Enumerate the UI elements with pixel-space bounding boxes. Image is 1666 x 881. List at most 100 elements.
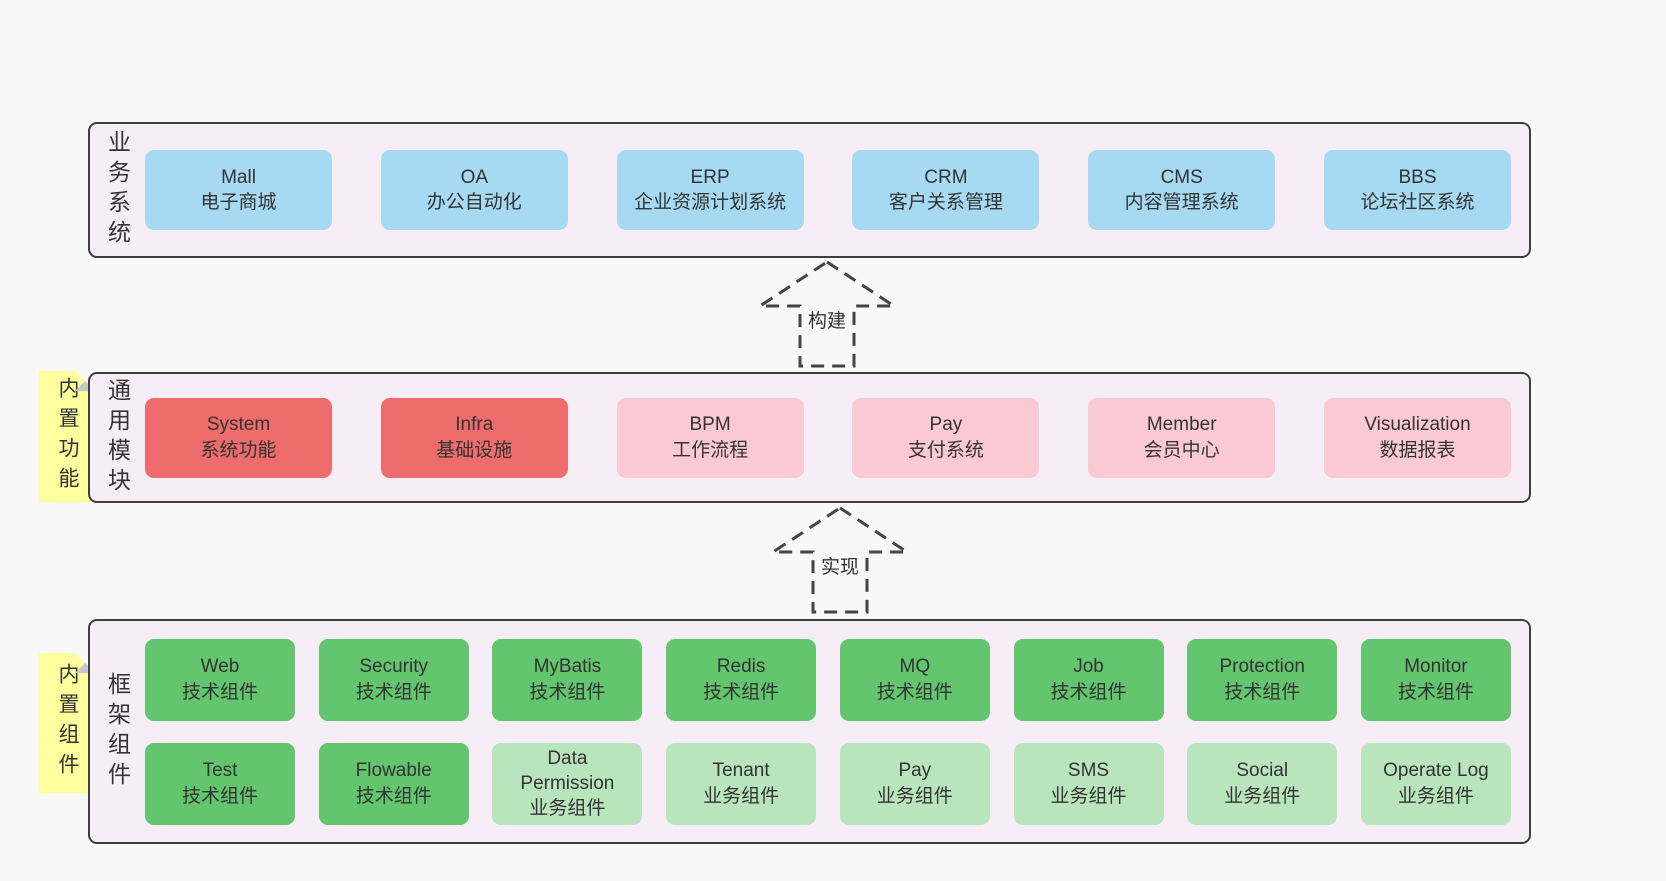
layer-business-systems: 业务系统 Mall 电子商城 OA 办公自动化 ERP 企业资源计划系统 CRM… [88, 122, 1531, 258]
box-title: CMS [1160, 166, 1203, 188]
box-security: Security 技术组件 [318, 638, 469, 721]
box-title: Security [359, 656, 429, 678]
box-subtitle: 会员中心 [1143, 439, 1220, 461]
box-cms: CMS 内容管理系统 [1088, 150, 1276, 230]
box-bbs: BBS 论坛社区系统 [1323, 150, 1511, 230]
box-title: Visualization [1364, 414, 1471, 436]
arrow-label: 构建 [804, 305, 850, 334]
box-title: Job [1073, 656, 1104, 678]
box-subtitle: 技术组件 [181, 785, 258, 807]
box-mall: Mall 电子商城 [145, 150, 332, 230]
box-title: Social [1236, 760, 1289, 782]
sticky-note-builtin-features: 内置功能 [39, 371, 95, 502]
box-web: Web 技术组件 [145, 638, 295, 721]
box-subtitle: 系统功能 [200, 439, 277, 461]
box-subtitle: 客户关系管理 [888, 192, 1003, 213]
sticky-note-label: 内置功能 [56, 376, 79, 497]
layer-label-business-systems: 业务系统 [104, 130, 131, 250]
box-subtitle: 技术组件 [703, 681, 780, 703]
box-title: Pay [898, 760, 932, 782]
box-flowable: Flowable 技术组件 [318, 742, 469, 825]
box-test: Test 技术组件 [145, 742, 295, 825]
box-visualization: Visualization 数据报表 [1323, 397, 1511, 478]
box-title: Pay [929, 414, 963, 436]
layer-label-framework-components: 框架组件 [104, 671, 131, 792]
box-redis: Redis 技术组件 [666, 638, 817, 721]
box-infra: Infra 基础设施 [380, 397, 568, 478]
box-title: CRM [924, 166, 968, 188]
box-subtitle: 业务组件 [1050, 785, 1127, 807]
box-subtitle: 办公自动化 [426, 192, 522, 213]
layer-framework-components: 框架组件 Web 技术组件 Security 技术组件 MyBatis 技术组件… [88, 619, 1531, 844]
box-subtitle: 技术组件 [1397, 681, 1474, 703]
box-pay-component: Pay 业务组件 [839, 742, 990, 825]
box-subtitle: 业务组件 [1397, 785, 1474, 807]
box-title: ERP [690, 166, 730, 188]
box-title: MQ [899, 656, 931, 678]
box-subtitle: 技术组件 [355, 785, 432, 807]
box-title: Flowable [355, 760, 432, 782]
box-social: Social 业务组件 [1187, 742, 1338, 825]
arrow-label: 实现 [817, 551, 863, 580]
box-mybatis: MyBatis 技术组件 [492, 638, 643, 721]
box-title: MyBatis [533, 656, 602, 678]
box-subtitle: 业务组件 [876, 785, 953, 807]
box-subtitle: 技术组件 [1224, 681, 1301, 703]
framework-row-1: Web 技术组件 Security 技术组件 MyBatis 技术组件 Redi… [145, 638, 1511, 721]
sticky-note-builtin-components: 内置组件 [39, 653, 95, 793]
box-subtitle: 技术组件 [876, 681, 953, 703]
box-protection: Protection 技术组件 [1187, 638, 1338, 721]
box-subtitle: 技术组件 [529, 681, 606, 703]
layer-label-common-modules: 通用模块 [104, 377, 131, 498]
box-subtitle: 基础设施 [436, 439, 513, 461]
box-title: Monitor [1404, 656, 1468, 678]
business-systems-row: Mall 电子商城 OA 办公自动化 ERP 企业资源计划系统 CRM 客户关系… [145, 124, 1529, 256]
common-modules-row: System 系统功能 Infra 基础设施 BPM 工作流程 Pay 支付系统… [145, 374, 1529, 501]
box-title: Web [200, 656, 240, 678]
box-system: System 系统功能 [145, 397, 332, 478]
box-subtitle: 业务组件 [703, 785, 780, 807]
sticky-note-label: 内置组件 [56, 663, 79, 783]
box-pay: Pay 支付系统 [852, 397, 1040, 478]
layer-common-modules: 通用模块 System 系统功能 Infra 基础设施 BPM 工作流程 Pay… [88, 372, 1531, 503]
box-monitor: Monitor 技术组件 [1360, 638, 1511, 721]
box-subtitle: 技术组件 [355, 681, 432, 703]
box-subtitle: 数据报表 [1379, 439, 1456, 461]
box-title: BPM [689, 414, 731, 436]
box-title: Mall [221, 166, 256, 188]
box-subtitle: 支付系统 [907, 439, 984, 461]
arrow-implement: 实现 [770, 505, 910, 615]
box-job: Job 技术组件 [1013, 638, 1164, 721]
box-tenant: Tenant 业务组件 [666, 742, 817, 825]
box-erp: ERP 企业资源计划系统 [616, 150, 804, 230]
box-subtitle: 工作流程 [672, 439, 749, 461]
box-title: Protection [1219, 656, 1305, 678]
box-title: Infra [455, 414, 494, 436]
box-title: Data Permission [520, 747, 615, 794]
box-title: Member [1146, 414, 1217, 436]
box-subtitle: 电子商城 [200, 192, 277, 213]
up-arrow-icon [770, 506, 910, 614]
box-title: Redis [716, 656, 766, 678]
box-subtitle: 技术组件 [181, 681, 258, 703]
box-title: Test [202, 760, 238, 782]
box-data-permission: Data Permission 业务组件 [492, 742, 643, 825]
box-title: BBS [1398, 166, 1437, 188]
box-title: System [206, 414, 271, 436]
box-member: Member 会员中心 [1088, 397, 1276, 478]
box-subtitle: 论坛社区系统 [1360, 192, 1475, 213]
box-subtitle: 技术组件 [1050, 681, 1127, 703]
box-oa: OA 办公自动化 [380, 150, 568, 230]
framework-components-grid: Web 技术组件 Security 技术组件 MyBatis 技术组件 Redi… [145, 621, 1529, 842]
box-mq: MQ 技术组件 [839, 638, 990, 721]
arrow-build: 构建 [757, 259, 897, 369]
framework-row-2: Test 技术组件 Flowable 技术组件 Data Permission … [145, 742, 1511, 825]
box-title: SMS [1067, 760, 1110, 782]
box-subtitle: 内容管理系统 [1124, 192, 1239, 213]
box-operate-log: Operate Log 业务组件 [1360, 742, 1511, 825]
box-title: OA [460, 166, 489, 188]
box-subtitle: 业务组件 [529, 798, 606, 820]
box-title: Tenant [712, 760, 770, 782]
box-title: Operate Log [1383, 760, 1489, 782]
